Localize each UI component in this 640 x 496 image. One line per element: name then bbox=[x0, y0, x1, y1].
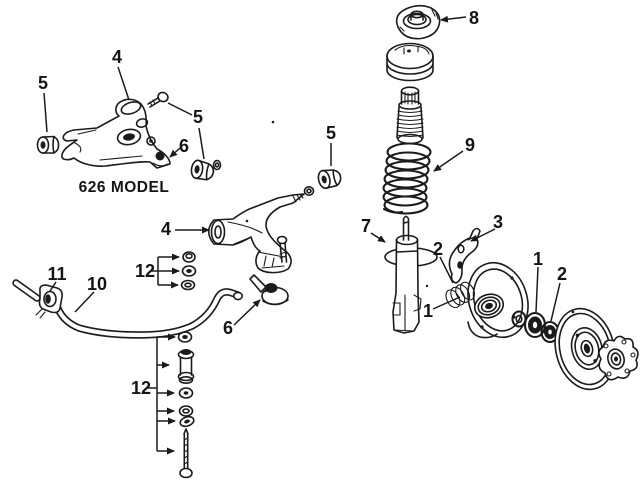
wheel-hub bbox=[598, 335, 639, 381]
bearing-rollers bbox=[445, 281, 475, 309]
callout-inner-bearing: 1 bbox=[423, 301, 433, 321]
callout-upper-washer-kit: 12 bbox=[135, 261, 155, 281]
leader-strut bbox=[370, 232, 386, 243]
callout-outer-seal: 2 bbox=[557, 264, 567, 284]
leader-mount bbox=[440, 15, 467, 23]
callout-front-bushing: 5 bbox=[38, 73, 48, 93]
callout-upper-ball-joint: 6 bbox=[179, 136, 189, 156]
lower-control-arm bbox=[207, 193, 305, 274]
dust-boot bbox=[396, 86, 424, 145]
callout-lower-ball-joint: 6 bbox=[223, 318, 233, 338]
callout-lower-arm-bushing: 5 bbox=[326, 123, 336, 143]
leader-bearing-b bbox=[550, 282, 561, 322]
stabilizer-bar bbox=[52, 288, 244, 339]
upper-rear-washer bbox=[212, 159, 222, 171]
upper-washer-kit bbox=[151, 251, 197, 291]
callout-steering-knuckle: 3 bbox=[493, 212, 503, 232]
leader-upper-ball-joint bbox=[169, 147, 181, 158]
lower-arm-bushing bbox=[317, 169, 342, 190]
leader-inner-bearing bbox=[432, 296, 461, 310]
leader-bolt-to-5 bbox=[167, 102, 193, 116]
leader-front-bushing bbox=[43, 92, 48, 133]
ink-dots bbox=[271, 120, 575, 314]
callout-coil-spring: 9 bbox=[465, 135, 475, 155]
wheel-bearing-a bbox=[523, 311, 547, 339]
coil-spring bbox=[382, 142, 432, 215]
callout-strut-mount: 8 bbox=[469, 8, 479, 28]
leader-bar bbox=[74, 291, 95, 313]
callout-stabilizer-bar: 10 bbox=[87, 274, 107, 294]
model-label: 626 MODEL bbox=[79, 179, 170, 196]
leader-bearing-a bbox=[535, 266, 539, 313]
leader-clamp bbox=[49, 281, 57, 292]
callout-lower-link-kit: 12 bbox=[131, 378, 151, 398]
stabilizer-end-rod bbox=[12, 279, 41, 302]
leader-5-to-bushing bbox=[198, 127, 205, 160]
front-bushing bbox=[36, 135, 60, 154]
stabilizer-clamp bbox=[35, 284, 63, 319]
callout-strut: 7 bbox=[361, 216, 371, 236]
upper-control-arm bbox=[61, 98, 171, 169]
lower-ball-joint bbox=[249, 274, 289, 306]
leader-upper-arm bbox=[117, 66, 130, 101]
callout-upper-rear-bushing: 5 bbox=[193, 107, 203, 127]
spring-seat-cushion bbox=[386, 42, 434, 82]
callout-knuckle-seal: 2 bbox=[433, 239, 443, 259]
leader-lower-ball-joint bbox=[233, 299, 261, 326]
leader-lines bbox=[43, 15, 561, 326]
leader-knuckle bbox=[470, 228, 496, 242]
upper-rear-bushing bbox=[190, 159, 215, 181]
leader-spring bbox=[433, 150, 464, 172]
lower-link-kit bbox=[148, 331, 195, 479]
strut-mount bbox=[395, 4, 441, 40]
lower-arm-washer bbox=[303, 186, 315, 197]
strut-assembly bbox=[384, 215, 438, 334]
callout-upper-control-arm: 4 bbox=[112, 47, 122, 67]
callout-lower-control-arm: 4 bbox=[161, 219, 171, 239]
wheel-bearing-b bbox=[540, 320, 560, 344]
callout-wheel-bearing: 1 bbox=[533, 249, 543, 269]
callout-stabilizer-clamp: 11 bbox=[47, 264, 66, 284]
steering-knuckle bbox=[445, 227, 529, 339]
upper-arm-bolt bbox=[147, 91, 169, 108]
hub-bore bbox=[473, 293, 505, 319]
leader-knuckle-seal bbox=[439, 256, 454, 284]
